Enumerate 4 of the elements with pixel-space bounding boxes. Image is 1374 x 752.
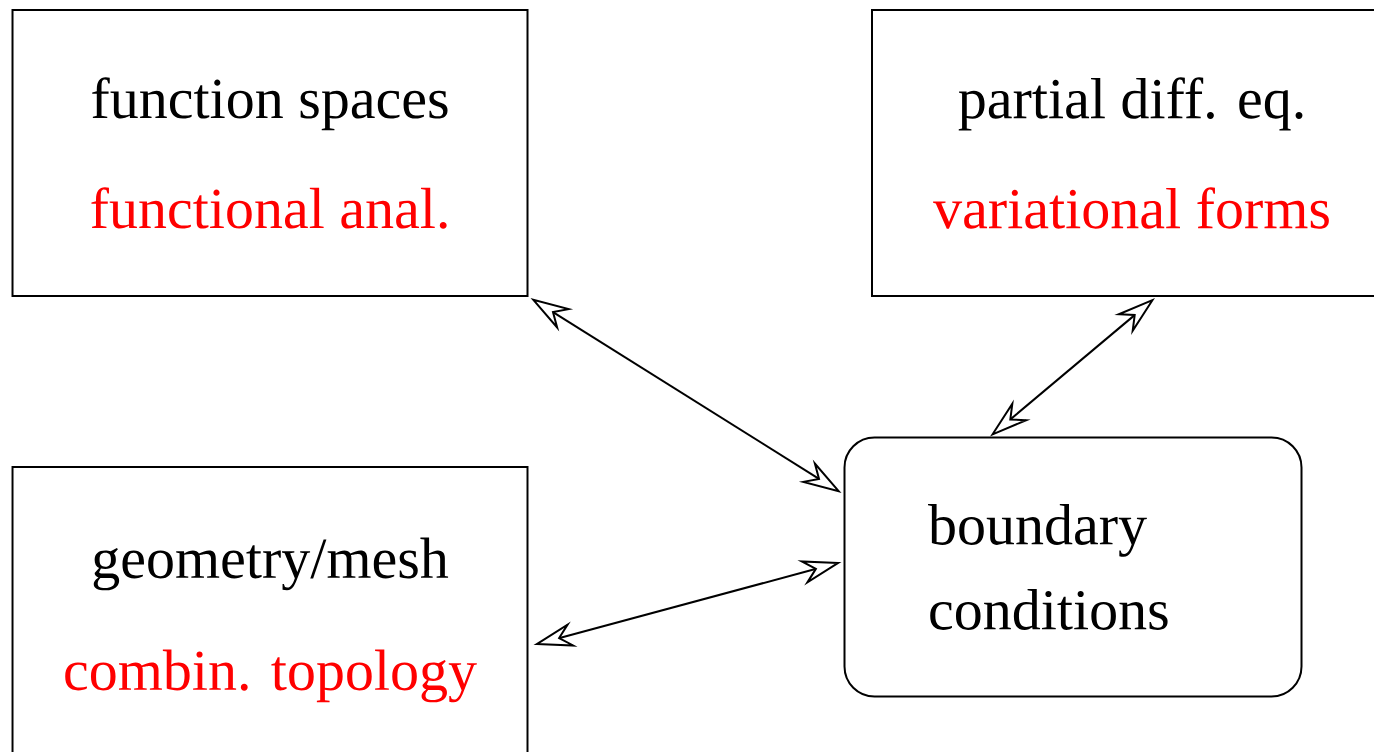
- box: geometry/mesh combin. topology: [11, 466, 529, 752]
- box: partial diff. eq. variational forms: [871, 9, 1374, 297]
- box: function spaces functional anal.: [11, 9, 529, 297]
- rounded-box: boundary conditions: [843, 436, 1303, 698]
